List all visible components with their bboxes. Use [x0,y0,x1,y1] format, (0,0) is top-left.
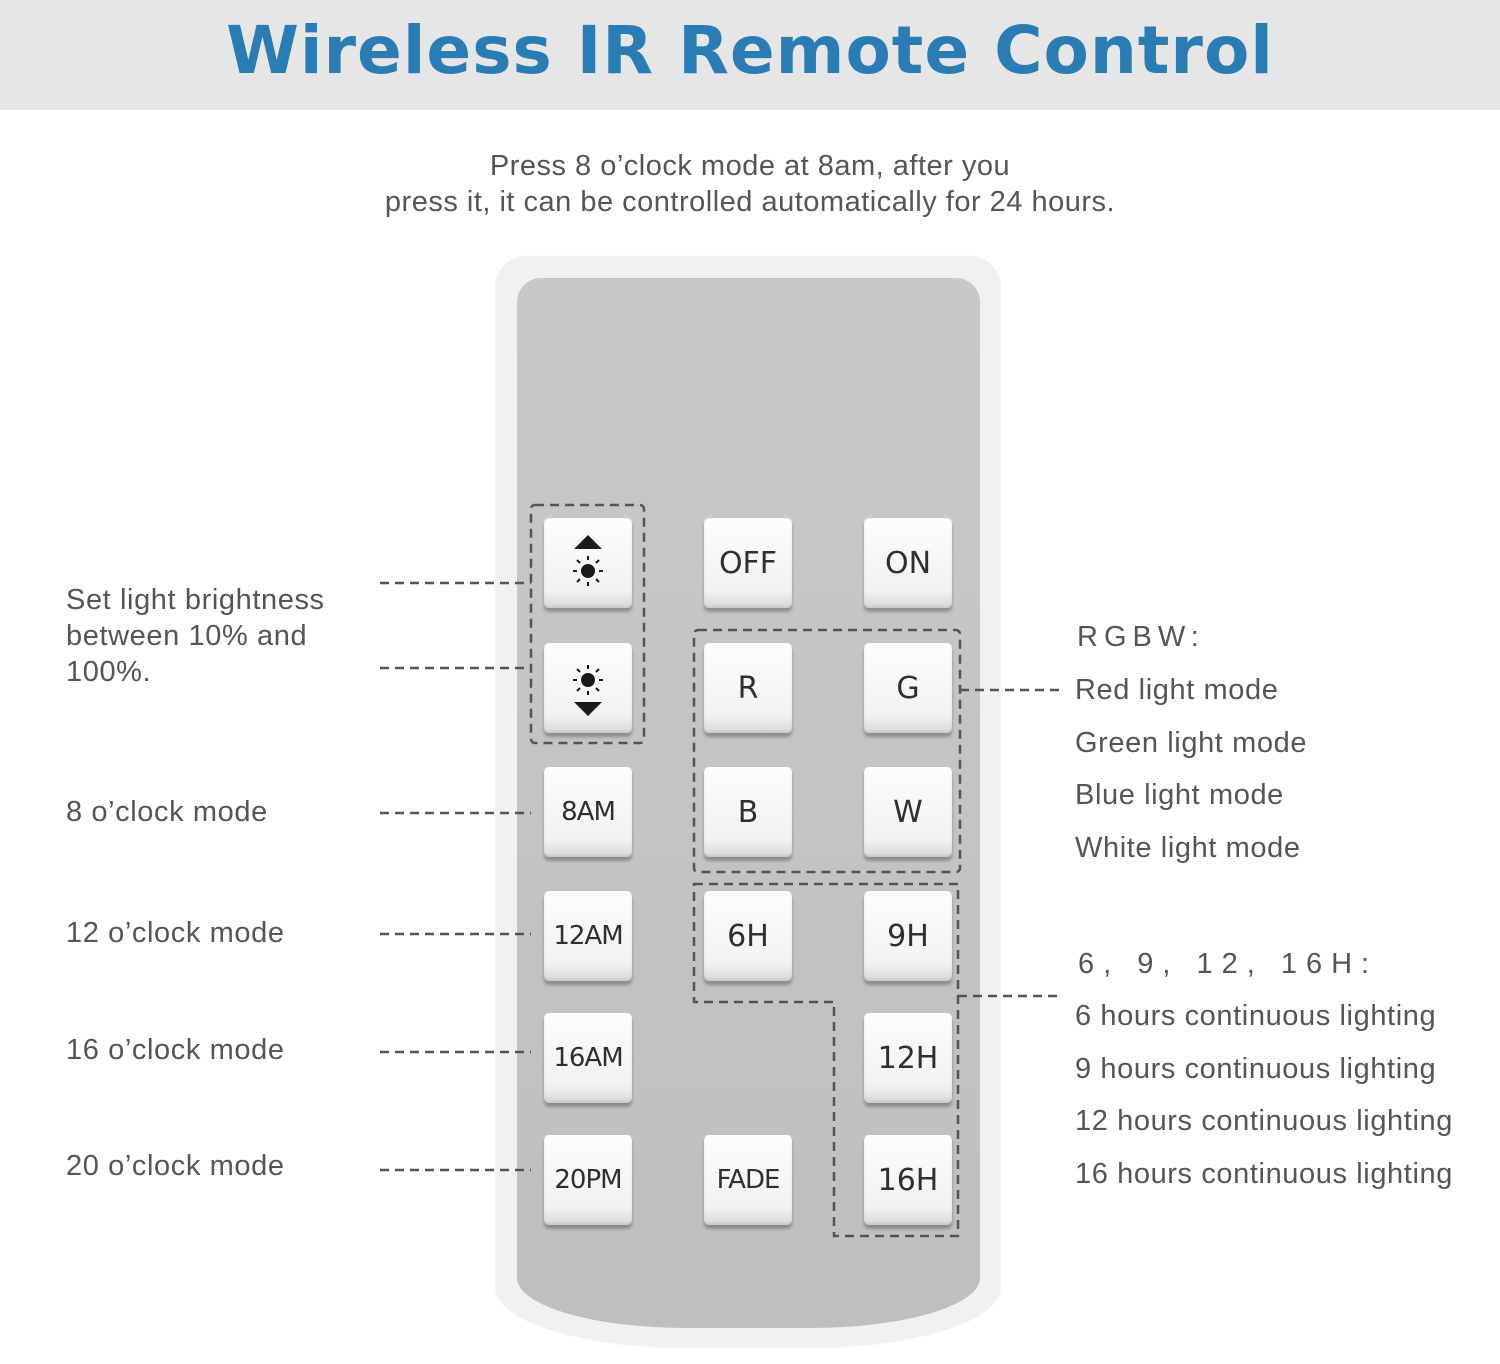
label-16-oclock-mode: 16 o’clock mode [66,1034,285,1066]
label-blue-light-mode: Blue light mode [1075,779,1284,811]
16h-button[interactable]: 16H [864,1135,952,1225]
brightness-up-icon [573,535,603,586]
blue-mode-button[interactable]: B [704,767,792,857]
8am-button[interactable]: 8AM [544,767,632,857]
12am-button[interactable]: 12AM [544,891,632,981]
title-banner [0,0,1500,110]
subtitle-line-2: press it, it can be controlled automatic… [384,186,1116,218]
brightness-down-icon [573,665,603,716]
16am-button[interactable]: 16AM [544,1013,632,1103]
timer-heading: 6, 9, 12, 16H: [1078,948,1379,980]
subtitle-line-1: Press 8 o’clock mode at 8am, after you [489,150,1011,182]
label-16-hours: 16 hours continuous lighting [1075,1158,1453,1190]
white-mode-button[interactable]: W [864,767,952,857]
label-12-hours: 12 hours continuous lighting [1075,1105,1453,1137]
brightness-label-line-3: 100%. [66,656,152,688]
green-mode-button[interactable]: G [864,643,952,733]
label-9-hours: 9 hours continuous lighting [1075,1053,1437,1085]
9h-button[interactable]: 9H [864,891,952,981]
label-12-oclock-mode: 12 o’clock mode [66,917,285,949]
fade-button[interactable]: FADE [704,1135,792,1225]
12h-button[interactable]: 12H [864,1013,952,1103]
label-red-light-mode: Red light mode [1075,674,1279,706]
page-title: Wireless IR Remote Control [226,12,1274,89]
6h-button[interactable]: 6H [704,891,792,981]
on-button[interactable]: ON [864,518,952,608]
brightness-label-line-1: Set light brightness [66,584,325,616]
label-green-light-mode: Green light mode [1075,727,1308,759]
label-20-oclock-mode: 20 o’clock mode [66,1150,285,1182]
label-white-light-mode: White light mode [1075,832,1301,864]
label-6-hours: 6 hours continuous lighting [1075,1000,1437,1032]
label-8-oclock-mode: 8 o’clock mode [66,796,268,828]
20pm-button[interactable]: 20PM [544,1135,632,1225]
rgbw-heading: RGBW: [1077,621,1205,653]
brightness-down-button[interactable] [544,643,632,733]
red-mode-button[interactable]: R [704,643,792,733]
brightness-label-line-2: between 10% and [66,620,308,652]
brightness-up-button[interactable] [544,518,632,608]
off-button[interactable]: OFF [704,518,792,608]
